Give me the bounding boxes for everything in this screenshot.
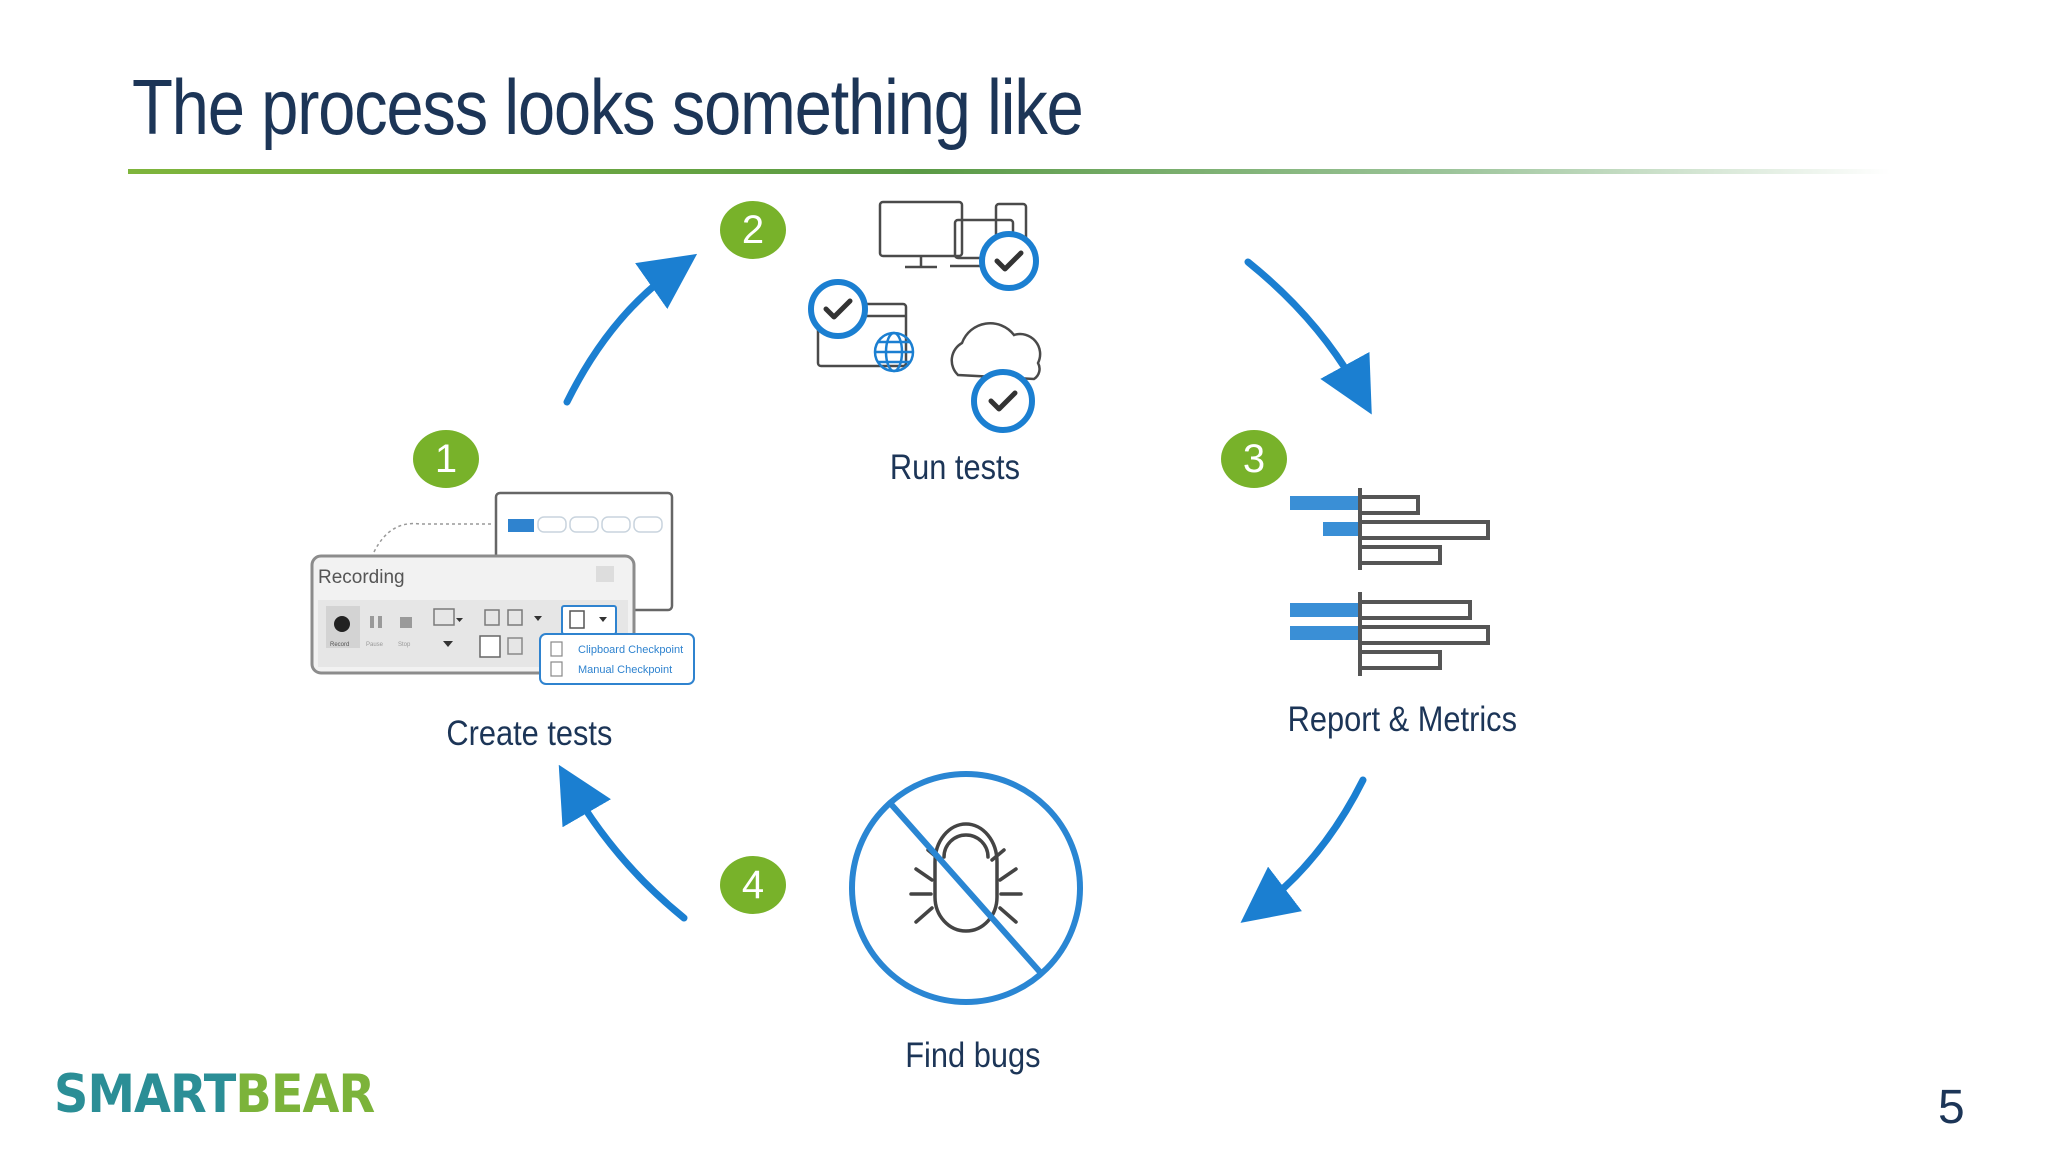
logo-part-smart: SMART <box>54 1064 236 1125</box>
menu-item-manual-checkpoint: Manual Checkpoint <box>578 664 672 676</box>
recorder-button-record: Record <box>330 642 349 648</box>
step-2-badge: 2 <box>720 201 786 259</box>
title-underline <box>128 169 1890 174</box>
logo-part-bear: BEAR <box>235 1064 375 1125</box>
arrow-bugs-to-create <box>558 764 688 922</box>
check-circle-icon <box>808 231 1039 433</box>
arrow-run-to-report <box>1244 258 1372 415</box>
step-1-label: Create tests <box>446 714 613 753</box>
page-number: 5 <box>1938 1081 1965 1134</box>
globe-icon <box>873 331 915 373</box>
step-4-label: Find bugs <box>905 1036 1041 1075</box>
menu-item-clipboard-checkpoint: Clipboard Checkpoint <box>578 644 683 656</box>
recorder-title: Recording <box>318 567 405 588</box>
recorder-button-stop: Stop <box>398 642 411 648</box>
smartbear-logo: SMARTBEAR <box>54 1064 375 1125</box>
no-bug-icon <box>849 771 1083 1005</box>
bar-report-icon <box>1290 488 1490 676</box>
slide-title: The process looks something like <box>132 63 1084 151</box>
recorder-toolbar-icon: Recording Record Pause Stop Clipboard Ch… <box>310 491 695 685</box>
step-3-badge: 3 <box>1221 430 1287 488</box>
arrow-create-to-run <box>563 253 698 406</box>
step-4-badge: 4 <box>720 856 786 914</box>
recorder-button-pause: Pause <box>366 642 384 648</box>
arrow-report-to-bugs <box>1240 776 1367 923</box>
step-1-badge: 1 <box>413 430 479 488</box>
step-3-label: Report & Metrics <box>1287 700 1517 739</box>
step-2-label: Run tests <box>889 448 1020 487</box>
